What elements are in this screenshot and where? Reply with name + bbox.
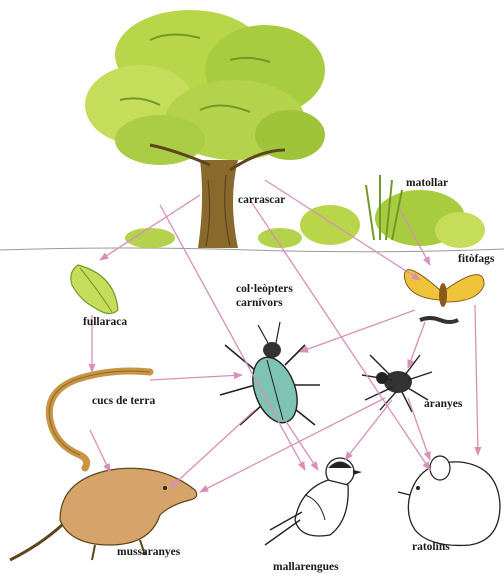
- label-coleopters-line2: carnívors: [236, 297, 283, 309]
- arrow-aranyes-to-mallarengues: [345, 400, 392, 460]
- label-mallarengues: mallarengues: [273, 561, 339, 573]
- label-aranyes: aranyes: [424, 398, 462, 410]
- ground-line: [0, 248, 504, 252]
- ratolins-mouse-illustration: [398, 456, 500, 545]
- label-carrascar: carrascar: [238, 194, 285, 206]
- label-mussaranyes: mussaranyes: [117, 546, 180, 558]
- label-coleopters-line1: col·leòpters: [236, 283, 293, 295]
- arrow-fitofags-to-ratolins: [475, 305, 478, 455]
- label-cucs-de-terra: cucs de terra: [92, 395, 155, 407]
- mallarengues-bird-illustration: [265, 458, 362, 545]
- arrow-fitofags-to-aranyes: [408, 322, 425, 368]
- label-fullaraca: fullaraca: [83, 316, 127, 328]
- label-ratolins: ratolins: [412, 541, 450, 553]
- fullaraca-leaf-illustration: [71, 265, 118, 314]
- arrow-cucs-to-coleopters: [150, 375, 242, 380]
- arrow-fitofags-to-coleopters: [300, 310, 415, 352]
- arrow-coleopters-to-mussaranyes: [170, 410, 255, 488]
- carrascar-tree-illustration: [85, 10, 325, 248]
- cucs-de-terra-worm-illustration: [49, 371, 150, 468]
- label-matollar: matollar: [406, 177, 448, 189]
- arrow-cucs-to-mussaranyes: [90, 430, 110, 472]
- label-fitofags: fitòfags: [458, 253, 494, 265]
